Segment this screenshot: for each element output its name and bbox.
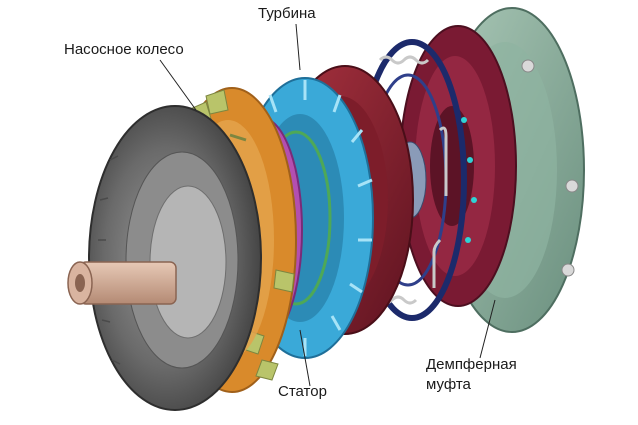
damper-springs xyxy=(378,55,448,305)
label-turbine: Турбина xyxy=(258,5,316,22)
label-damper-clutch: Демпферная муфта xyxy=(426,355,517,395)
damper-clutch xyxy=(399,25,517,307)
label-damper-line2: муфта xyxy=(426,376,471,393)
leader-lines xyxy=(159,23,496,387)
input-hub xyxy=(67,261,177,305)
label-damper-line1: Демпферная xyxy=(426,356,517,373)
housing-shell xyxy=(88,105,262,411)
label-stator: Статор xyxy=(278,383,327,400)
label-pump-impeller: Насосное колесо xyxy=(64,41,184,58)
